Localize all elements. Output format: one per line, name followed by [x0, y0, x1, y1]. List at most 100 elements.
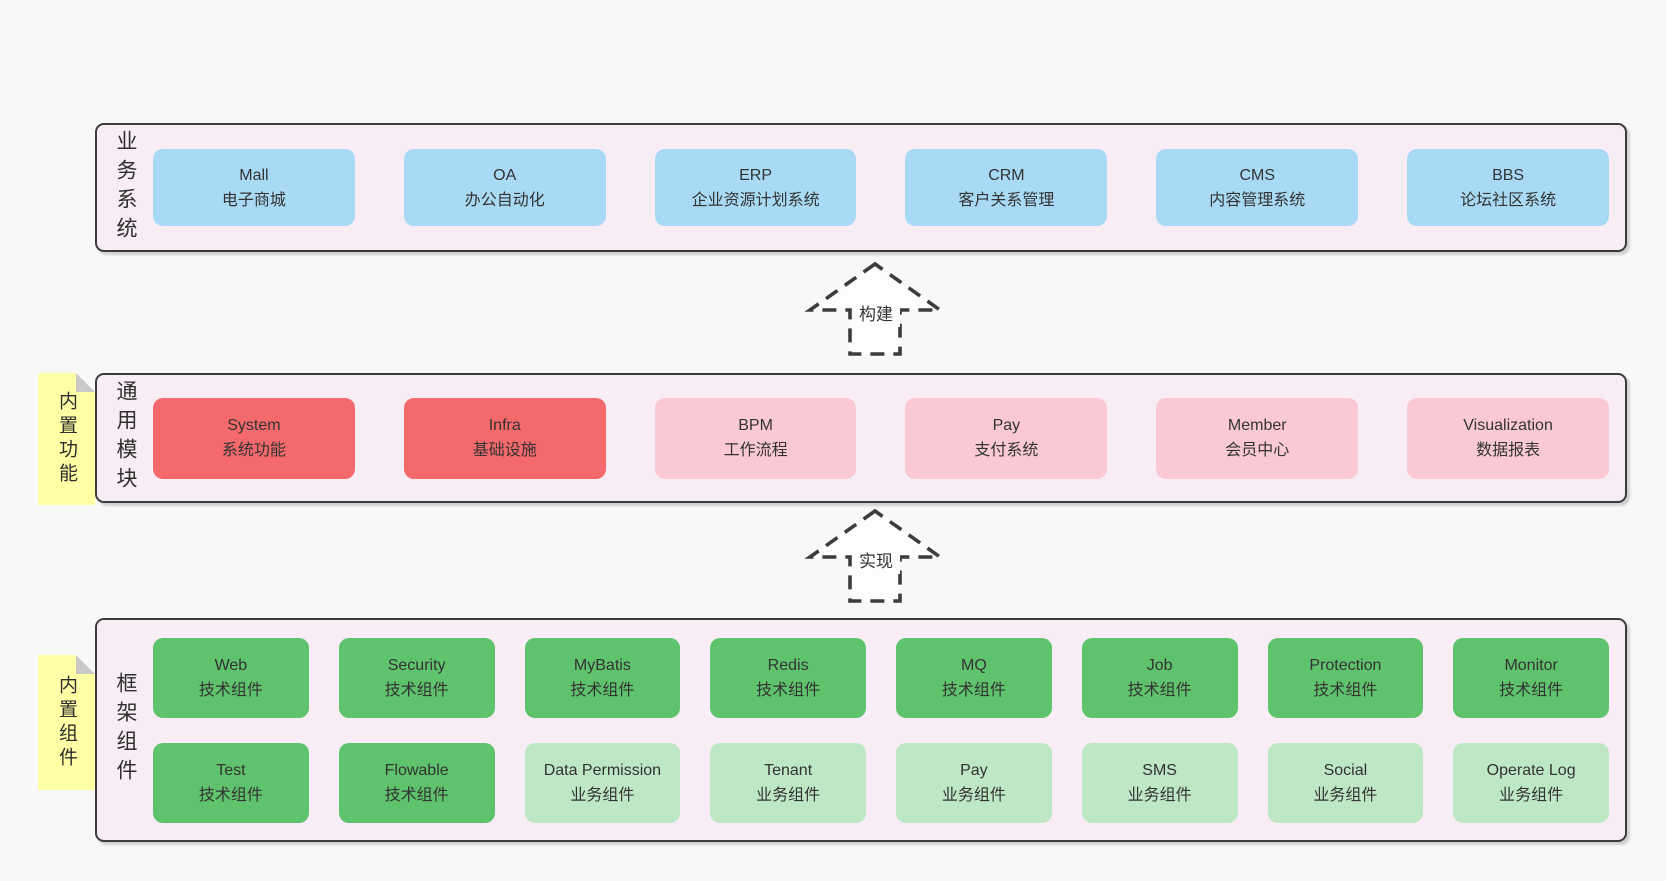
arrow-label: 构建	[859, 305, 893, 324]
box-mq: MQ 技术组件	[896, 637, 1052, 718]
box-title: Job	[1146, 656, 1173, 674]
box-subtitle: 办公自动化	[464, 191, 545, 209]
box-title: Infra	[488, 417, 521, 434]
box-oa: OA 办公自动化	[403, 149, 606, 226]
box-subtitle: 企业资源计划系统	[691, 191, 820, 209]
box-subtitle: 系统功能	[221, 442, 286, 459]
box-title: Protection	[1309, 656, 1382, 674]
box-visualization: Visualization 数据报表	[1407, 397, 1609, 479]
box-subtitle: 业务组件	[1499, 786, 1564, 804]
arrow-label-backdrop	[852, 301, 900, 327]
box-sms: SMS 业务组件	[1081, 742, 1238, 823]
box-mybatis: MyBatis 技术组件	[524, 637, 681, 718]
module-boxes: System 系统功能 Infra 基础设施 BPM 工作流程 Pay 支付系统…	[153, 375, 1625, 501]
box-tenant: Tenant 业务组件	[710, 742, 866, 823]
box-subtitle: 技术组件	[1313, 681, 1378, 699]
box-subtitle: 技术组件	[1127, 681, 1192, 699]
box-title: Member	[1227, 417, 1287, 434]
panel-label-text: 框架组件	[114, 672, 137, 788]
box-title: Tenant	[764, 761, 813, 779]
panel-label-business: 业务系统	[97, 125, 153, 250]
box-bpm: BPM 工作流程	[654, 397, 857, 479]
panel-label-modules: 通用模块	[97, 375, 153, 501]
box-subtitle: 业务组件	[1127, 786, 1192, 804]
business-boxes: Mall 电子商城 OA 办公自动化 ERP 企业资源计划系统 CRM 客户关系…	[153, 125, 1625, 250]
box-title: Mall	[239, 166, 269, 184]
box-subtitle: 技术组件	[941, 681, 1006, 699]
box-subtitle: 技术组件	[384, 681, 449, 699]
box-title: CRM	[988, 166, 1025, 184]
box-subtitle: 业务组件	[941, 786, 1006, 804]
box-subtitle: 业务组件	[570, 786, 635, 804]
box-title: MQ	[960, 656, 987, 674]
box-title: Data Permission	[543, 761, 662, 779]
note-label: 内置功能	[56, 391, 77, 487]
layer-common-modules: 通用模块 System 系统功能 Infra 基础设施 BPM 工作流程 Pay…	[95, 373, 1627, 503]
panel-label-components: 框架组件	[97, 620, 153, 840]
box-infra: Infra 基础设施	[403, 397, 606, 479]
box-cms: CMS 内容管理系统	[1156, 149, 1359, 226]
box-subtitle: 支付系统	[974, 442, 1039, 459]
box-operate-log: Operate Log 业务组件	[1453, 742, 1609, 823]
box-flowable: Flowable 技术组件	[338, 742, 495, 823]
box-title: MyBatis	[573, 656, 631, 674]
box-title: Test	[216, 761, 246, 779]
box-title: Redis	[767, 656, 809, 674]
box-job: Job 技术组件	[1081, 637, 1238, 718]
layer-framework-components: 框架组件 Web 技术组件 Security 技术组件 MyBatis 技术组件…	[95, 618, 1627, 842]
folded-corner-icon	[76, 655, 95, 674]
box-title: Pay	[992, 417, 1021, 434]
box-title: System	[227, 417, 281, 434]
box-title: BPM	[738, 417, 773, 434]
box-web: Web 技术组件	[153, 637, 309, 718]
box-title: OA	[493, 166, 517, 184]
box-crm: CRM 客户关系管理	[905, 149, 1108, 226]
box-bbs: BBS 论坛社区系统	[1407, 149, 1609, 226]
box-subtitle: 论坛社区系统	[1460, 191, 1557, 209]
box-pay-module: Pay 支付系统	[905, 397, 1108, 479]
box-subtitle: 技术组件	[1499, 681, 1564, 699]
box-title: SMS	[1142, 761, 1177, 779]
arrow-build: 构建	[804, 261, 946, 356]
box-subtitle: 电子商城	[221, 191, 286, 209]
box-system: System 系统功能	[153, 397, 355, 479]
box-subtitle: 内容管理系统	[1209, 191, 1306, 209]
box-title: ERP	[739, 166, 773, 184]
sticky-note-builtin-features: 内置功能	[38, 373, 95, 505]
box-subtitle: 会员中心	[1225, 442, 1290, 459]
box-title: Social	[1323, 761, 1368, 779]
box-member: Member 会员中心	[1156, 397, 1359, 479]
box-subtitle: 工作流程	[723, 442, 788, 459]
panel-label-text: 业务系统	[114, 129, 137, 246]
arrow-label: 实现	[859, 552, 893, 571]
box-subtitle: 技术组件	[198, 681, 263, 699]
arrow-label-backdrop	[852, 548, 900, 574]
note-label: 内置组件	[56, 674, 77, 771]
box-security: Security 技术组件	[338, 637, 495, 718]
box-title: Operate Log	[1486, 761, 1576, 779]
component-boxes: Web 技术组件 Security 技术组件 MyBatis 技术组件 Redi…	[153, 620, 1625, 840]
box-test: Test 技术组件	[153, 742, 309, 823]
panel-label-text: 通用模块	[114, 380, 137, 496]
box-subtitle: 业务组件	[1313, 786, 1378, 804]
box-subtitle: 业务组件	[756, 786, 821, 804]
box-title: CMS	[1239, 166, 1276, 184]
box-title: Flowable	[384, 761, 449, 779]
box-title: Pay	[960, 761, 988, 779]
box-protection: Protection 技术组件	[1267, 637, 1424, 718]
box-subtitle: 技术组件	[198, 786, 263, 804]
arrow-implement: 实现	[804, 508, 946, 603]
box-title: Security	[387, 656, 446, 674]
box-data-permission: Data Permission 业务组件	[524, 742, 681, 823]
box-title: Visualization	[1463, 417, 1553, 434]
box-title: BBS	[1492, 166, 1525, 184]
folded-corner-icon	[76, 373, 95, 392]
box-erp: ERP 企业资源计划系统	[654, 149, 857, 226]
box-social: Social 业务组件	[1267, 742, 1424, 823]
box-subtitle: 基础设施	[472, 442, 537, 459]
box-title: Web	[214, 656, 248, 674]
box-mall: Mall 电子商城	[153, 149, 355, 226]
box-redis: Redis 技术组件	[710, 637, 866, 718]
layer-business-systems: 业务系统 Mall 电子商城 OA 办公自动化 ERP 企业资源计划系统 CRM…	[95, 123, 1627, 252]
box-subtitle: 技术组件	[756, 681, 821, 699]
